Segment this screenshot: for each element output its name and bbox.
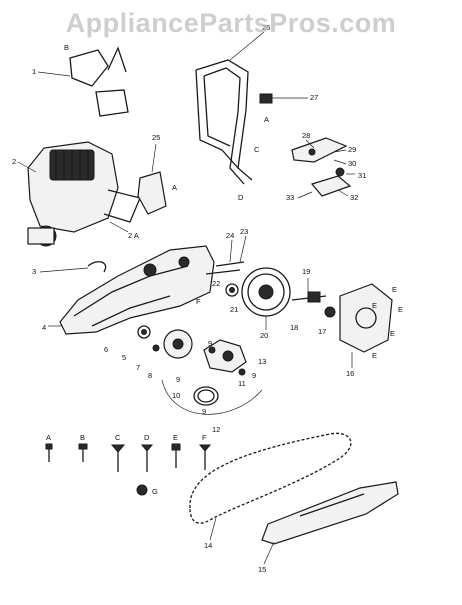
label-27: 27 (310, 93, 318, 102)
label-16: 16 (346, 369, 354, 378)
legend-d: D (144, 433, 150, 442)
label-18: 18 (290, 323, 298, 332)
label-26: 26 (262, 23, 270, 32)
letter-d-handle: D (238, 193, 244, 202)
letter-e2: E (398, 305, 403, 314)
fastener-f-screw (198, 444, 212, 470)
label-33: 33 (286, 193, 294, 202)
label-8: 8 (148, 371, 152, 380)
parts-28-33-brake-assembly (291, 137, 355, 199)
label-31: 31 (358, 171, 366, 180)
part-15-guide-bar (261, 481, 399, 565)
legend-f: F (202, 433, 207, 442)
letter-c-handle: C (254, 145, 260, 154)
part-3-chain-oiler (39, 261, 107, 273)
fastener-legend-letters: A B C D E F (46, 433, 207, 442)
label-9d: 9 (202, 407, 206, 416)
label-10: 10 (172, 391, 180, 400)
label-6: 6 (104, 345, 108, 354)
label-14: 14 (204, 541, 212, 550)
letter-2a: 2 A (128, 231, 139, 240)
part-12-group-outline (161, 379, 263, 415)
fastener-g-nut (136, 484, 148, 496)
part-6-7-drum (152, 329, 193, 359)
part-10-clutch-ring (193, 386, 219, 406)
legend-b: B (80, 433, 85, 442)
part-5-washer (137, 325, 151, 339)
part-14-saw-chain (189, 432, 352, 541)
fastener-d-screw (140, 444, 154, 472)
legend-a: A (46, 433, 51, 442)
letter-e1: E (392, 285, 397, 294)
label-30: 30 (348, 159, 356, 168)
label-2: 2 (12, 157, 16, 166)
label-24: 24 (226, 231, 234, 240)
label-7: 7 (136, 363, 140, 372)
label-13: 13 (258, 357, 266, 366)
part-18-19-bolt (291, 278, 327, 303)
part-4-housing (48, 245, 215, 335)
label-15: 15 (258, 565, 266, 574)
part-number-labels: 1 2 3 4 5 6 7 8 9 9 9 9 10 11 12 13 14 1… (12, 23, 366, 574)
legend-e: E (173, 433, 178, 442)
label-25: 25 (152, 133, 160, 142)
label-20: 20 (260, 331, 268, 340)
legend-c: C (115, 433, 121, 442)
label-1: 1 (32, 67, 36, 76)
label-5: 5 (122, 353, 126, 362)
label-19: 19 (302, 267, 310, 276)
label-21: 21 (230, 305, 238, 314)
part-2-engine (17, 141, 141, 247)
label-4: 4 (42, 323, 46, 332)
label-11: 11 (238, 379, 246, 388)
letter-e4: E (372, 301, 377, 310)
letter-a-top: A (264, 115, 269, 124)
letter-g: G (152, 487, 158, 496)
part-1-bracket (37, 46, 129, 117)
part-8-13-clutch (203, 339, 247, 376)
part-27-clip (259, 93, 308, 104)
part-20-sprocket (241, 267, 291, 330)
fastener-a-screw (45, 443, 53, 462)
label-9b: 9 (208, 339, 212, 348)
fastener-c-screw (110, 444, 126, 472)
fastener-e-screw (171, 443, 181, 468)
fastener-b-screw (78, 443, 88, 462)
letter-b-top: B (64, 43, 69, 52)
label-9a: 9 (176, 375, 180, 384)
watermark: AppliancePartsPros.com (65, 8, 397, 38)
letter-a-plate: A (172, 183, 177, 192)
fastener-legend (45, 443, 212, 496)
label-32: 32 (350, 193, 358, 202)
part-25-plate (137, 143, 167, 215)
label-17: 17 (318, 327, 326, 336)
part-22-24-screws (205, 235, 247, 275)
label-9c: 9 (252, 371, 256, 380)
letter-f-housing: F (196, 297, 201, 306)
part-16-sprocket-cover (324, 283, 393, 368)
label-3: 3 (32, 267, 36, 276)
letter-e3: E (390, 329, 395, 338)
label-22: 22 (212, 279, 220, 288)
label-12: 12 (212, 425, 220, 434)
part-21-washer (225, 283, 239, 297)
letter-e5: E (372, 351, 377, 360)
label-23: 23 (240, 227, 248, 236)
label-28: 28 (302, 131, 310, 140)
label-29: 29 (348, 145, 356, 154)
reference-letters: B A C D A 2 A F E E E E E G (64, 43, 403, 496)
part-26-handle (195, 31, 265, 185)
